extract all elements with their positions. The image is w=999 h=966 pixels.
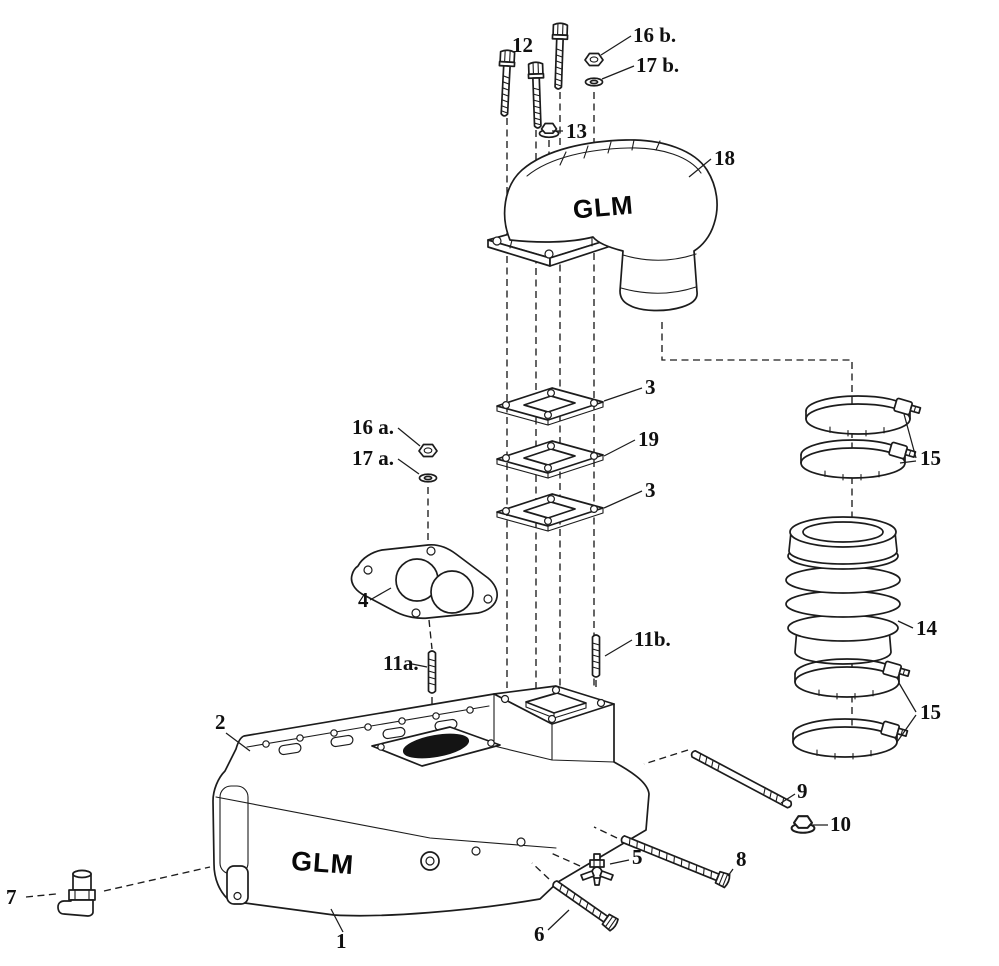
- callout-12: 12: [512, 33, 533, 57]
- flange-bolt-hole: [398, 717, 406, 725]
- exhaust-bellows-coupler: [785, 516, 901, 665]
- wing-handle: [599, 870, 614, 881]
- flange-bolt-hole: [492, 236, 502, 246]
- callout-9: 9: [797, 779, 808, 803]
- callout-5: 5: [632, 845, 643, 869]
- callout-3-lower: 3: [645, 478, 656, 502]
- callout-8: 8: [736, 847, 747, 871]
- flange-bolt-hole: [432, 712, 440, 720]
- hose-clamp-15: [800, 439, 918, 481]
- stud-hole: [596, 698, 606, 708]
- riser-gasket-lower-3: [496, 493, 604, 532]
- callout-11a: 11a.: [383, 651, 419, 675]
- callout-1: 1: [336, 929, 347, 953]
- flange-bolt-hole: [296, 734, 304, 742]
- locknut-16b: [584, 52, 604, 67]
- callout-18: 18: [714, 146, 735, 170]
- drain-cock-5: [580, 853, 614, 886]
- hex-bolt-8: [620, 835, 731, 889]
- flange-bolt-hole: [466, 706, 474, 714]
- restrictor-plate-19: [496, 440, 604, 479]
- callout-3-upper: 3: [645, 375, 656, 399]
- flange-bolt-hole: [544, 249, 554, 259]
- washer-17b: [584, 77, 604, 87]
- callout-15-lower: 15: [920, 700, 941, 724]
- connector-dashed-lines: [25, 749, 689, 898]
- riser-mounting-tower: [493, 685, 615, 763]
- callout-13: 13: [566, 119, 587, 143]
- callout-2: 2: [215, 710, 226, 734]
- callout-11b: 11b.: [634, 627, 671, 651]
- hex-bolt-6: [552, 880, 619, 932]
- bolt-head: [601, 913, 619, 932]
- callout-19: 19: [638, 427, 659, 451]
- elbow-ribs: [559, 139, 661, 166]
- bellows-bore: [802, 521, 884, 543]
- carburetor-mounting-pad: [371, 726, 501, 767]
- exhaust-port: [330, 734, 354, 748]
- callout-6: 6: [534, 922, 545, 946]
- wing-handle: [580, 870, 595, 881]
- callout-16a: 16 a.: [352, 415, 394, 439]
- flange-bolt-hole: [330, 729, 338, 737]
- callout-4: 4: [358, 588, 369, 612]
- callout-7: 7: [6, 885, 17, 909]
- exhaust-elbow-riser: GLM: [487, 139, 718, 312]
- riser-gasket-upper-3: [496, 387, 604, 426]
- flange-bolt-hole: [262, 740, 270, 748]
- stud-11b: [591, 634, 601, 678]
- bolt-shaft: [620, 835, 720, 882]
- mounting-bolt-12: [495, 49, 517, 118]
- flange-bolt-hole: [364, 723, 372, 731]
- stud-hole: [500, 694, 510, 704]
- hose-clamp-15: [792, 718, 910, 760]
- washer-17a: [418, 473, 438, 483]
- callout-16b: 16 b.: [633, 23, 676, 47]
- carburetor-gasket: [350, 544, 498, 620]
- manifold-body: [212, 685, 650, 917]
- callout-labels: 12 16 b. 17 b. 13 18 3 19 3 16 a. 17 a. …: [6, 23, 941, 953]
- body-ridge-line: [215, 796, 557, 849]
- callout-10: 10: [830, 812, 851, 836]
- elbow-body: [503, 139, 718, 312]
- callout-leader-lines: [225, 35, 917, 933]
- stud-9: [690, 749, 793, 809]
- callout-17a: 17 a.: [352, 446, 394, 470]
- exhaust-manifold: GLM: [212, 685, 650, 917]
- exhaust-port: [278, 742, 302, 756]
- elbow-fitting-7: [57, 869, 96, 917]
- callout-15-upper: 15: [920, 446, 941, 470]
- mounting-bolt-12: [527, 61, 547, 130]
- stud-hole: [547, 714, 557, 724]
- stud-hole: [551, 685, 561, 695]
- flange-nut-10: [790, 815, 816, 834]
- locknut-16a: [418, 443, 438, 458]
- exhaust-port: [382, 726, 406, 740]
- carb-bore: [430, 570, 474, 614]
- brand-logo-manifold: GLM: [290, 846, 355, 880]
- callout-14: 14: [916, 616, 938, 640]
- brand-logo-elbow: GLM: [572, 189, 635, 224]
- end-fitting-boss: [226, 865, 249, 905]
- stud-11a: [427, 650, 437, 694]
- callout-17b: 17 b.: [636, 53, 679, 77]
- mounting-bolt-12: [549, 22, 569, 91]
- carb-opening: [402, 733, 470, 759]
